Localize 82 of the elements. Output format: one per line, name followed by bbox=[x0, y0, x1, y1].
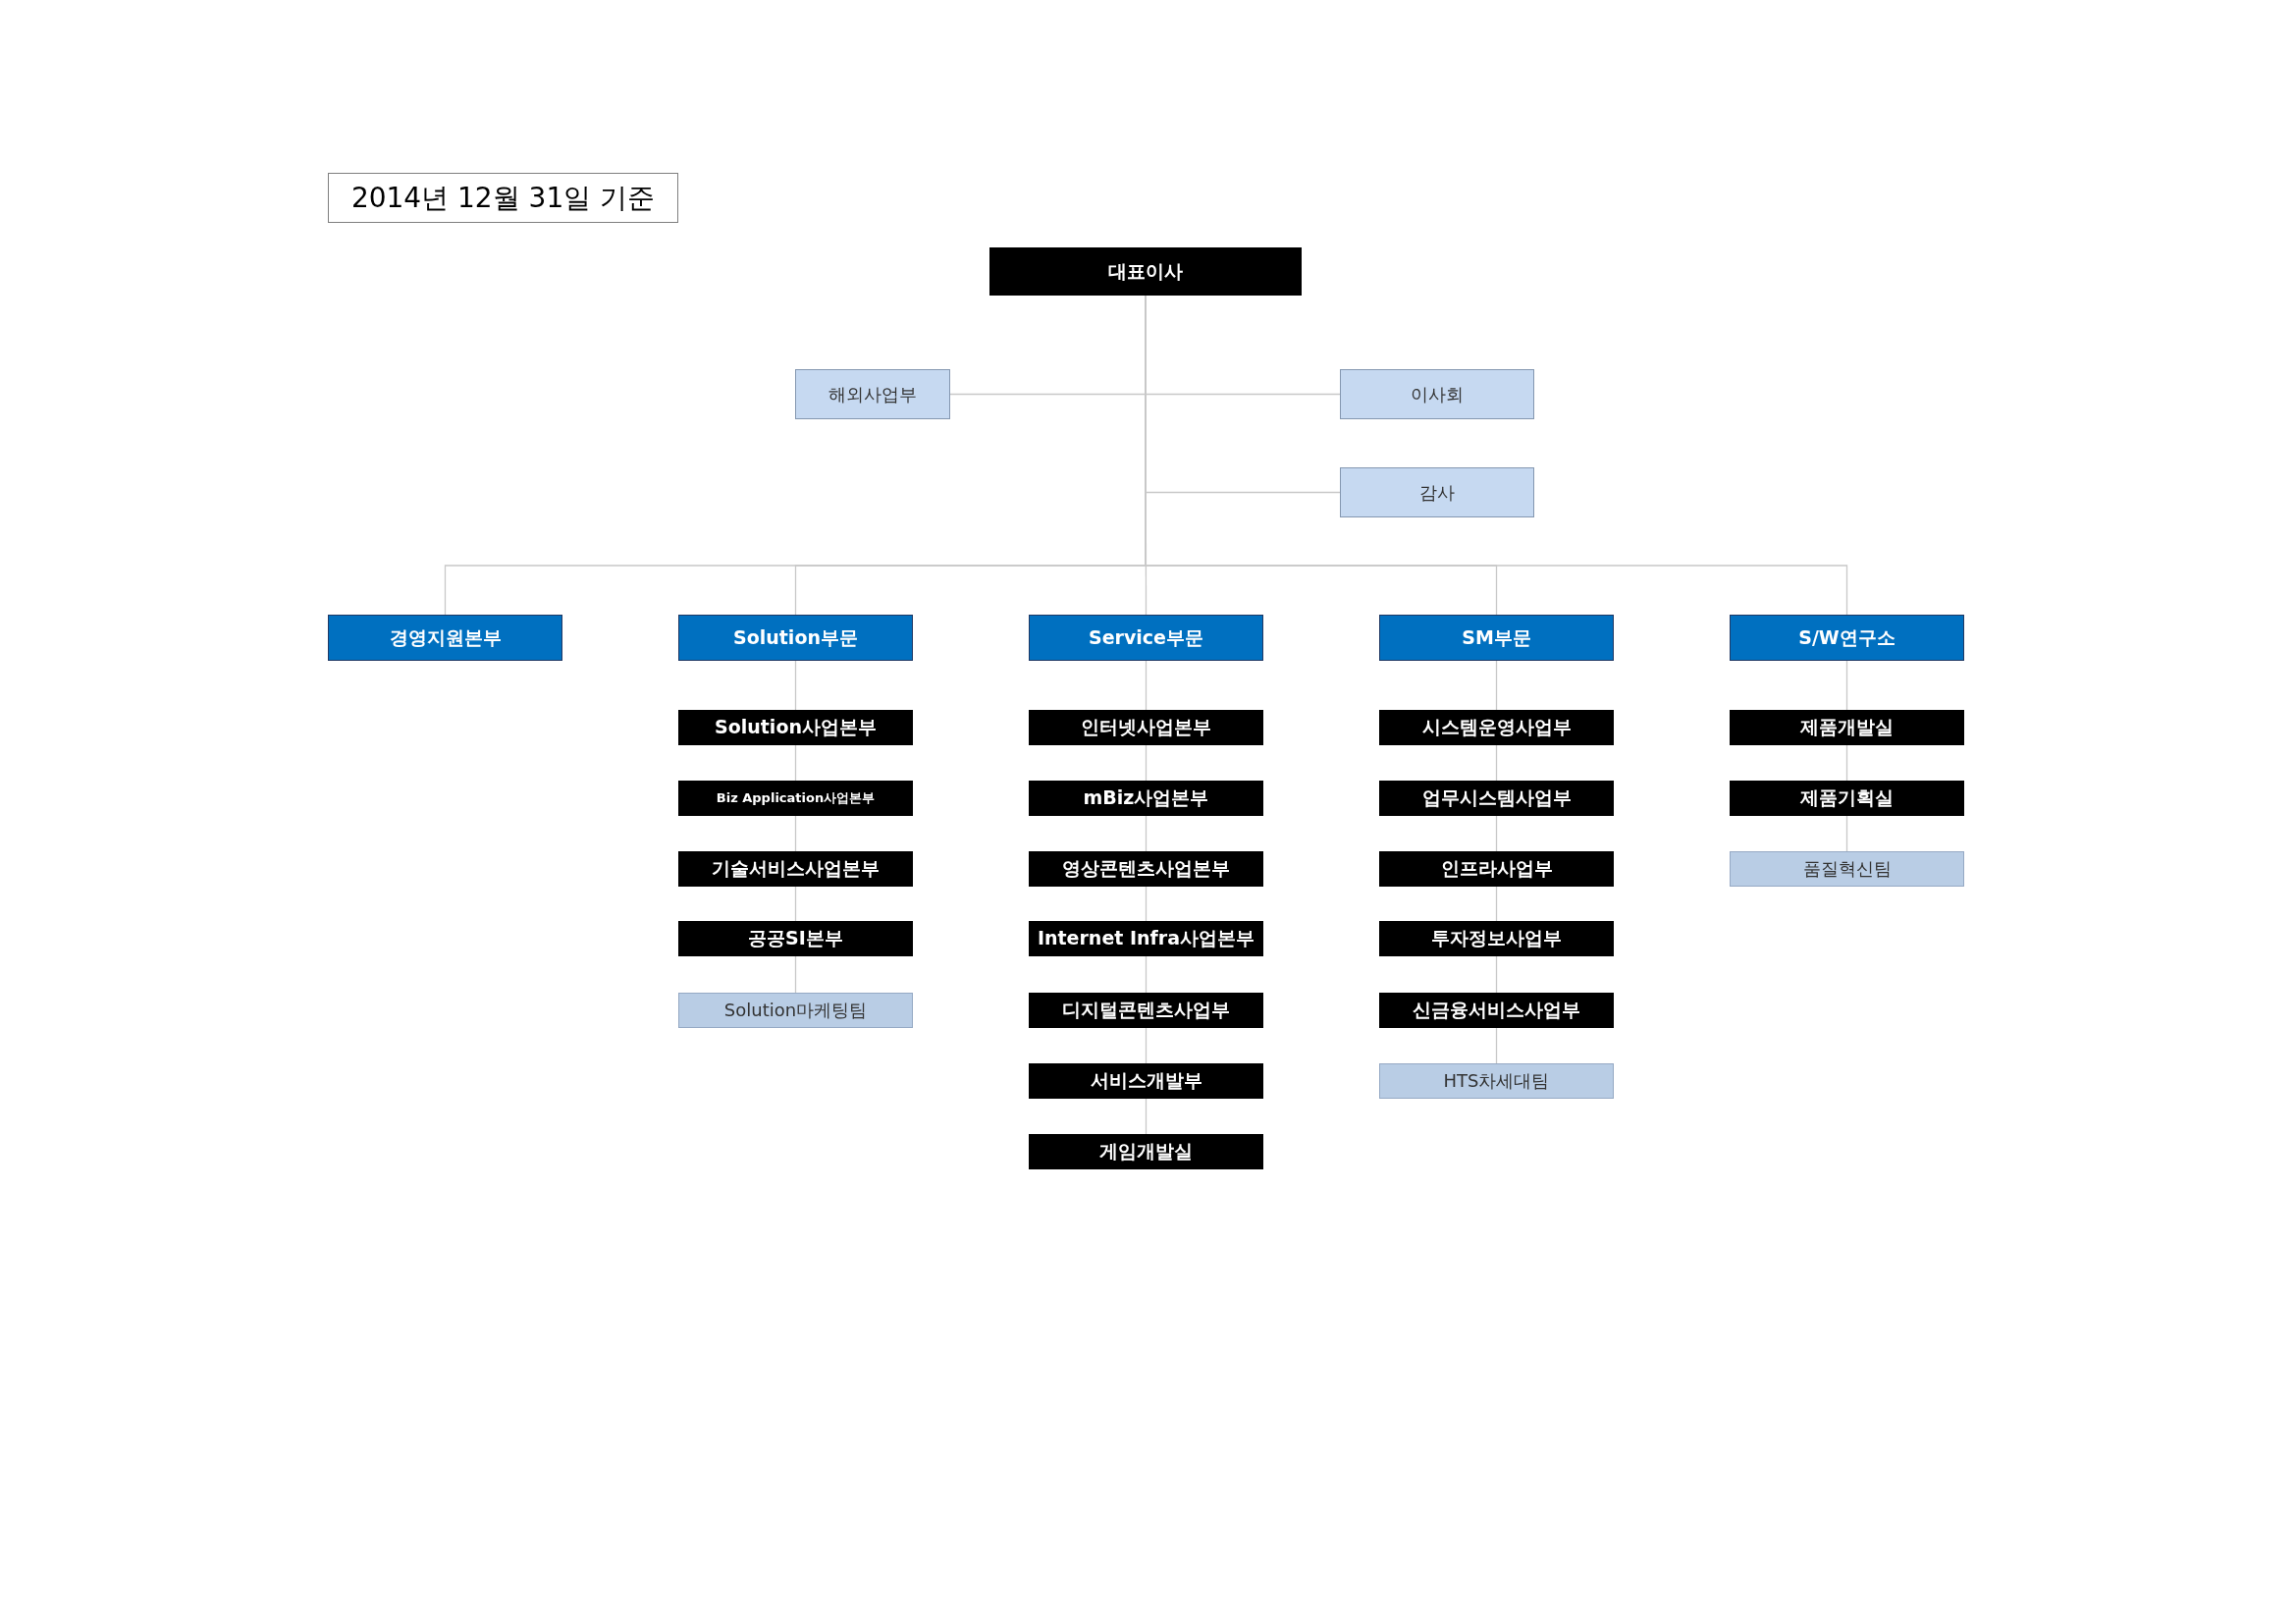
unit-name: Internet Infra사업본부 bbox=[1037, 926, 1255, 950]
unit-name: 게임개발실 bbox=[1099, 1139, 1193, 1164]
connector-line bbox=[1145, 660, 1148, 711]
unit-name: 디지털콘텐츠사업부 bbox=[1062, 998, 1230, 1022]
unit-name: 경영지원본부 bbox=[389, 624, 502, 650]
unit-name: 공공SI본부 bbox=[748, 926, 843, 950]
unit-name: 시스템운영사업부 bbox=[1421, 715, 1572, 739]
unit-name: 영상콘텐츠사업본부 bbox=[1062, 856, 1230, 881]
department-box bbox=[1730, 710, 1964, 745]
department-box bbox=[1379, 781, 1614, 816]
department-box bbox=[678, 851, 913, 887]
unit-name: 인프라사업부 bbox=[1440, 856, 1553, 881]
connector-line bbox=[1145, 1098, 1148, 1135]
unit-name: S/W연구소 bbox=[1798, 624, 1896, 650]
connector-line bbox=[794, 955, 797, 994]
department-box bbox=[1029, 993, 1263, 1028]
unit-name: 감사 bbox=[1419, 480, 1455, 505]
unit-name: 기술서비스사업본부 bbox=[712, 856, 880, 881]
department-box bbox=[1379, 993, 1614, 1028]
connector-line bbox=[1495, 815, 1498, 852]
connector-line bbox=[794, 815, 797, 852]
unit-name: Solution마케팅팀 bbox=[723, 999, 868, 1022]
department-box bbox=[1379, 921, 1614, 956]
unit-name: 대표이사 bbox=[1108, 258, 1183, 284]
unit-name: 업무시스템사업부 bbox=[1421, 785, 1572, 810]
team-box bbox=[1730, 851, 1964, 887]
unit-name: 신금융서비스사업부 bbox=[1413, 998, 1580, 1022]
committee-box bbox=[1340, 467, 1534, 517]
department-box bbox=[1730, 781, 1964, 816]
connector-line bbox=[1845, 660, 1848, 711]
division-box bbox=[1029, 615, 1263, 661]
unit-name: Solution사업본부 bbox=[715, 715, 877, 739]
connector-line bbox=[1495, 955, 1498, 994]
connector-line bbox=[1145, 886, 1148, 922]
unit-name: 해외사업부 bbox=[828, 382, 917, 406]
team-box bbox=[1379, 1063, 1614, 1099]
connector-line bbox=[1145, 744, 1148, 782]
department-box bbox=[1029, 1063, 1263, 1099]
department-box bbox=[1029, 851, 1263, 887]
unit-name: 인터넷사업본부 bbox=[1081, 715, 1211, 739]
division-box bbox=[678, 615, 913, 661]
department-box bbox=[1029, 1134, 1263, 1169]
unit-name: mBiz사업본부 bbox=[1083, 785, 1209, 810]
connector-line bbox=[1495, 1027, 1498, 1064]
unit-name: Service부문 bbox=[1089, 624, 1203, 650]
unit-name: HTS차세대팀 bbox=[1443, 1069, 1550, 1093]
department-box bbox=[678, 710, 913, 745]
division-box bbox=[328, 615, 562, 661]
unit-name: Biz Application사업본부 bbox=[716, 789, 876, 807]
unit-name: 투자정보사업부 bbox=[1431, 926, 1562, 950]
unit-name: 서비스개발부 bbox=[1090, 1068, 1202, 1093]
unit-name: 이사회 bbox=[1411, 382, 1464, 406]
department-box bbox=[678, 781, 913, 816]
connector-line bbox=[1845, 815, 1848, 852]
connector-line bbox=[1145, 815, 1148, 852]
connector-line bbox=[1145, 955, 1148, 994]
department-box bbox=[1379, 710, 1614, 745]
committee-box bbox=[795, 369, 950, 419]
unit-name: 품질혁신팀 bbox=[1802, 857, 1892, 881]
division-box bbox=[1730, 615, 1964, 661]
connector-line bbox=[1145, 1027, 1148, 1064]
unit-name: 제품기획실 bbox=[1800, 785, 1894, 810]
connector-line bbox=[794, 886, 797, 922]
department-box bbox=[1029, 710, 1263, 745]
connector-line bbox=[794, 744, 797, 782]
connector-line bbox=[1495, 744, 1498, 782]
committee-box bbox=[1340, 369, 1534, 419]
date-title: 2014년 12월 31일 기준 bbox=[328, 173, 678, 223]
connector-line bbox=[1495, 660, 1498, 711]
department-box bbox=[1029, 781, 1263, 816]
division-box bbox=[1379, 615, 1614, 661]
connector-line bbox=[794, 660, 797, 711]
department-box bbox=[678, 921, 913, 956]
department-box bbox=[1379, 851, 1614, 887]
unit-name: Solution부문 bbox=[733, 624, 858, 650]
unit-name: SM부문 bbox=[1462, 624, 1531, 650]
connector-line bbox=[1495, 886, 1498, 922]
connector-line bbox=[1845, 744, 1848, 782]
unit-name: 제품개발실 bbox=[1800, 715, 1894, 739]
team-box bbox=[678, 993, 913, 1028]
department-box bbox=[1029, 921, 1263, 956]
executive-box bbox=[989, 247, 1302, 296]
